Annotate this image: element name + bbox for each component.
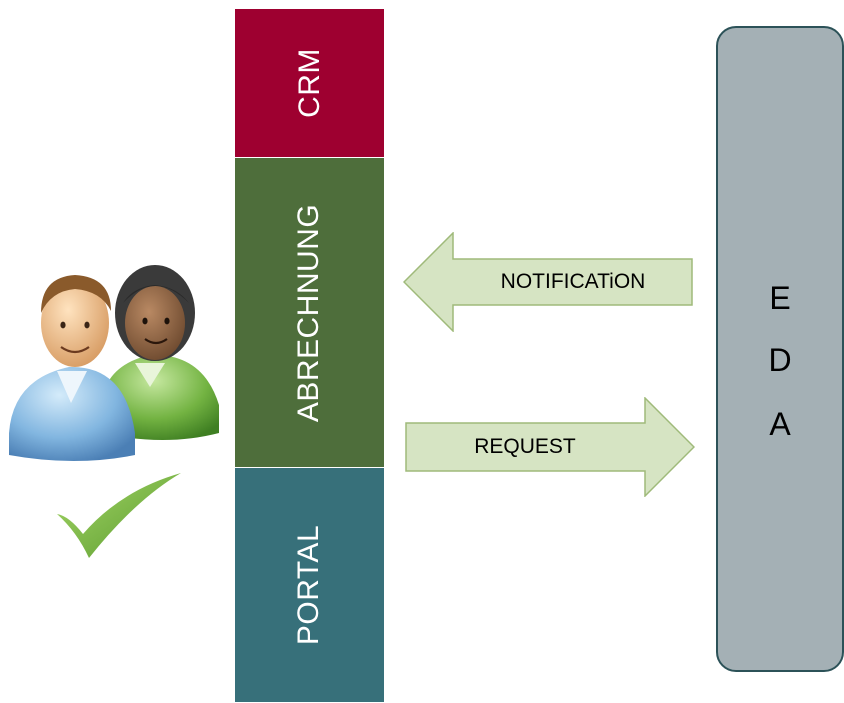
portal-block: PORTAL bbox=[234, 467, 385, 703]
crm-block: CRM bbox=[234, 8, 385, 158]
request-label: REQUEST bbox=[474, 435, 576, 458]
eda-letter-a: A bbox=[769, 406, 791, 442]
notification-label: NOTIFICATiON bbox=[500, 270, 646, 293]
notification-arrow: NOTIFICATiON bbox=[403, 232, 693, 332]
eda-box: E D A bbox=[716, 26, 844, 672]
abrechnung-block: ABRECHNUNG bbox=[234, 157, 385, 468]
eda-letter-d: D bbox=[768, 342, 792, 378]
crm-label: CRM bbox=[292, 48, 326, 118]
eda-letter-e: E bbox=[769, 280, 791, 316]
request-arrow: REQUEST bbox=[405, 397, 695, 497]
portal-label: PORTAL bbox=[292, 524, 326, 646]
checkmark-icon bbox=[55, 470, 185, 565]
abrechnung-label: ABRECHNUNG bbox=[292, 203, 326, 422]
users-icon bbox=[5, 255, 230, 470]
right-arrow-icon bbox=[405, 397, 695, 497]
left-arrow-icon bbox=[403, 232, 693, 332]
